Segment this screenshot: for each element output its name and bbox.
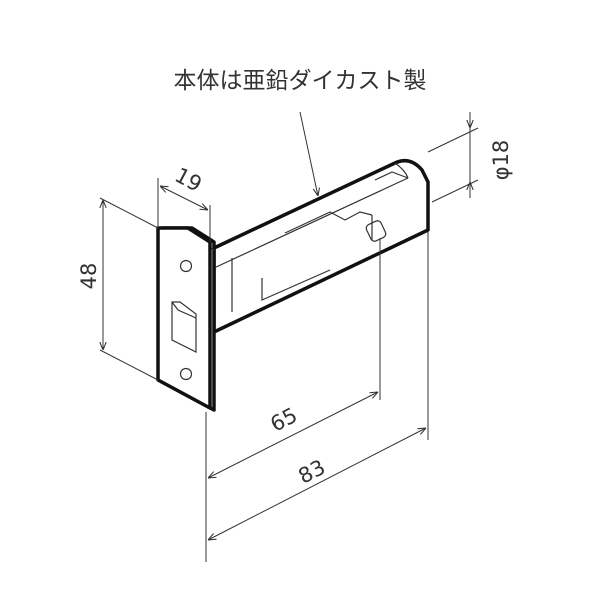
screw-hole-bottom — [179, 367, 193, 381]
callout-leader — [299, 111, 318, 196]
face-plate — [156, 226, 216, 412]
material-callout: 本体は亜鉛ダイカスト製 — [174, 68, 427, 94]
latch-bolt — [171, 301, 197, 353]
ext-48-top — [99, 197, 159, 229]
latch-body — [212, 158, 430, 334]
ext-48-bottom — [99, 349, 159, 381]
screw-hole-top — [179, 259, 193, 273]
dim-65-line — [208, 392, 378, 478]
faceplate-height-label: 48 — [77, 263, 101, 290]
backset-65-label: 65 — [266, 403, 301, 437]
diameter-label: φ18 — [489, 140, 513, 181]
backset-83-label: 83 — [294, 455, 329, 489]
faceplate-width-label: 19 — [171, 163, 206, 197]
dim-19-line — [160, 186, 208, 210]
dim-83-line — [208, 428, 426, 540]
ext-d18-bottom — [431, 179, 479, 203]
